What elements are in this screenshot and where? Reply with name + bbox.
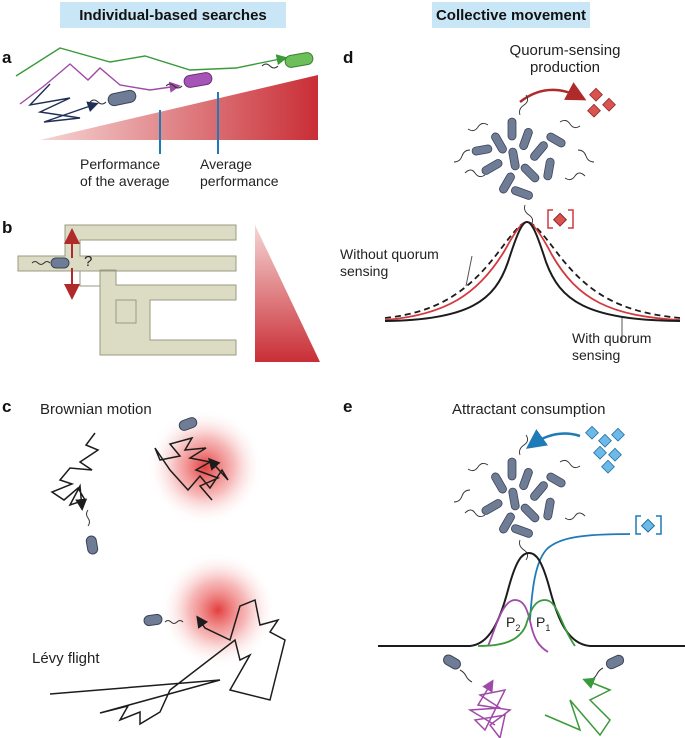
qs-concentration-symbol xyxy=(547,209,574,229)
attractant-concentration-symbol xyxy=(635,515,662,535)
header-individual-searches: Individual-based searches xyxy=(60,2,286,28)
label-p2: P2 xyxy=(506,614,521,633)
curve-dashed xyxy=(384,221,681,319)
brownian-path-2 xyxy=(154,436,229,501)
panel-label-d: d xyxy=(343,48,354,67)
green-trajectory xyxy=(15,47,288,77)
attractant-molecules xyxy=(585,425,625,474)
panel-c-diagram xyxy=(49,409,286,726)
green-walk xyxy=(544,677,612,737)
header-collective-movement: Collective movement xyxy=(432,2,590,28)
panel-label-e: e xyxy=(343,397,353,416)
gradient-wedge-a xyxy=(40,75,318,140)
bacterium-gray xyxy=(107,89,137,107)
curve-with-qs xyxy=(384,220,681,322)
bacteria-cluster-e xyxy=(453,434,586,561)
label-brownian-motion: Brownian motion xyxy=(40,401,152,418)
panel-a-diagram xyxy=(15,47,318,154)
bacterium-maze xyxy=(50,257,70,269)
green-subpop-curve xyxy=(477,599,576,647)
bacteria-cluster-d xyxy=(453,94,595,226)
label-attractant-consumption: Attractant consumption xyxy=(452,401,606,418)
label-p1: P1 xyxy=(536,614,551,633)
qs-molecules xyxy=(587,87,616,118)
attractant-spot-2 xyxy=(160,552,276,668)
attractant-spot-1 xyxy=(147,409,263,525)
panel-label-c: c xyxy=(2,397,12,416)
panel-label-b: b xyxy=(2,218,13,237)
bacterium-purple xyxy=(183,72,213,88)
panel-label-a: a xyxy=(2,48,12,67)
panel-b-maze xyxy=(17,224,320,362)
purple-walk xyxy=(467,679,512,738)
purple-trajectory xyxy=(19,63,181,105)
question-mark: ? xyxy=(84,253,93,270)
bacterium-green xyxy=(284,52,314,68)
purple-subpop-curve xyxy=(487,599,549,653)
attractant-gradient-curve xyxy=(529,533,631,621)
gradient-wedge-b xyxy=(255,225,320,362)
navy-trajectory xyxy=(28,83,99,123)
levy-flight-path xyxy=(49,598,286,726)
qs-arrow xyxy=(519,82,587,103)
consumption-arrow xyxy=(525,429,581,449)
brownian-path-1 xyxy=(50,432,100,511)
panel-e-diagram xyxy=(378,425,685,738)
label-levy-flight: Lévy flight xyxy=(32,650,100,667)
panel-d-diagram xyxy=(384,82,681,342)
